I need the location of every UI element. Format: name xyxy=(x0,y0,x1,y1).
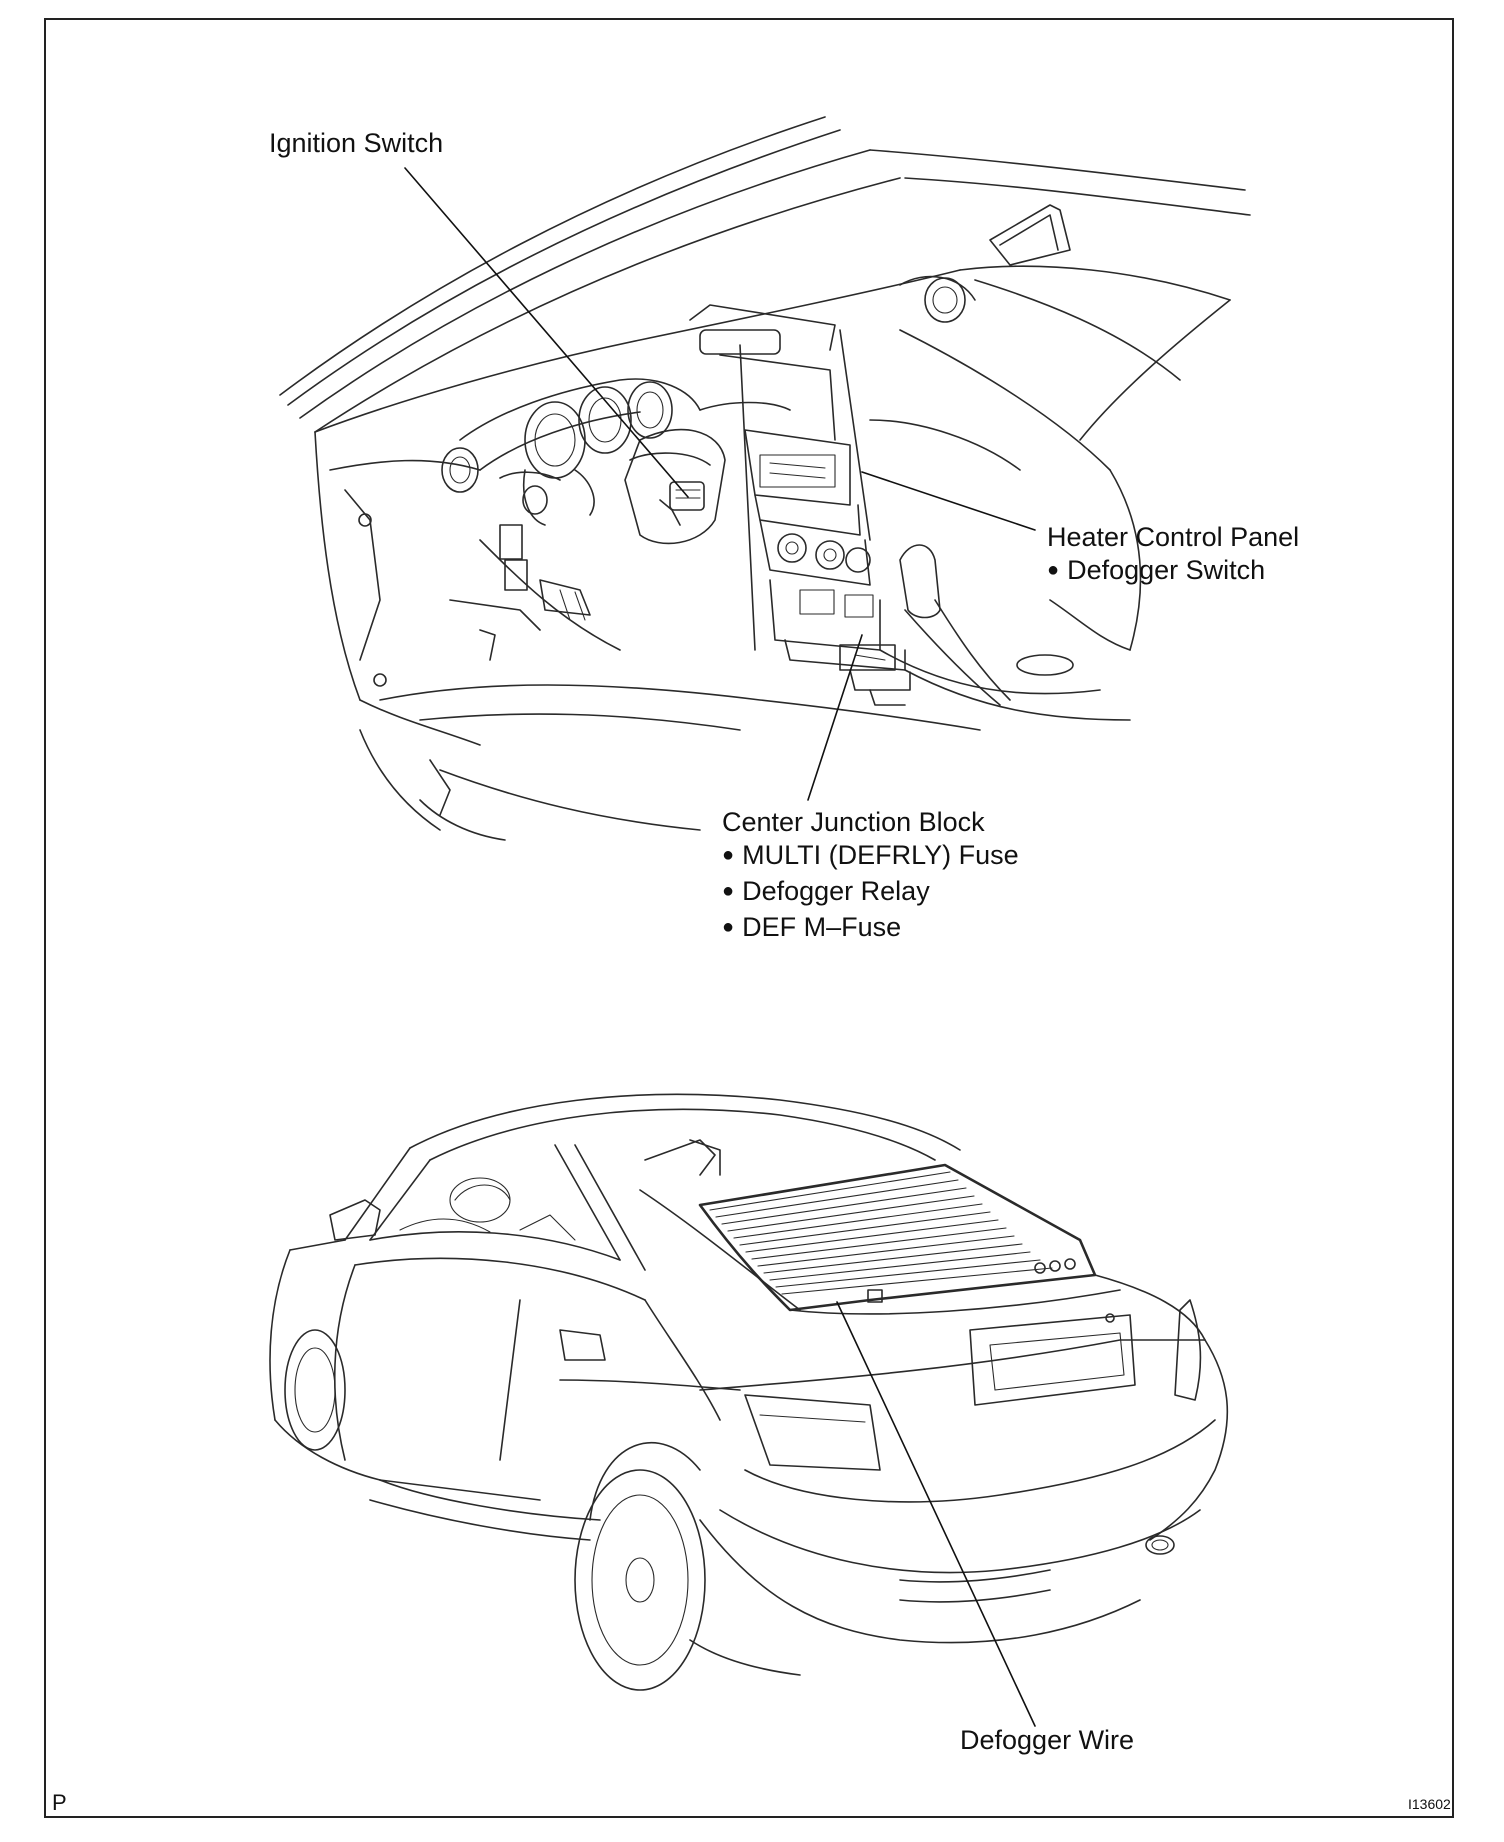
car-illustration xyxy=(269,1093,1229,1691)
leader-lines xyxy=(404,167,1036,1727)
callout-center-junction-block-item: DEF M–Fuse xyxy=(722,911,1019,947)
callout-heater-control-panel: Heater Control Panel Defogger Switch xyxy=(1047,521,1299,590)
dashboard-illustration xyxy=(279,116,1251,841)
callout-center-junction-block-title: Center Junction Block xyxy=(722,807,985,837)
callout-center-junction-block-item: Defogger Relay xyxy=(722,875,1019,911)
callout-heater-control-panel-item: Defogger Switch xyxy=(1047,554,1299,590)
callout-center-junction-block-item: MULTI (DEFRLY) Fuse xyxy=(722,839,1019,875)
callout-defogger-wire: Defogger Wire xyxy=(960,1724,1134,1757)
callout-defogger-wire-title: Defogger Wire xyxy=(960,1725,1135,1755)
callout-heater-control-panel-title: Heater Control Panel xyxy=(1047,522,1300,552)
figure-reference-number: I13602 xyxy=(1408,1796,1451,1812)
diagram-frame xyxy=(44,18,1454,1818)
callout-center-junction-block: Center Junction Block MULTI (DEFRLY) Fus… xyxy=(722,806,1019,947)
corner-letter: P xyxy=(52,1790,67,1815)
callout-ignition-switch-title: Ignition Switch xyxy=(269,128,444,158)
defogger-grid-lines xyxy=(709,1171,1053,1295)
callout-ignition-switch: Ignition Switch xyxy=(269,127,443,160)
